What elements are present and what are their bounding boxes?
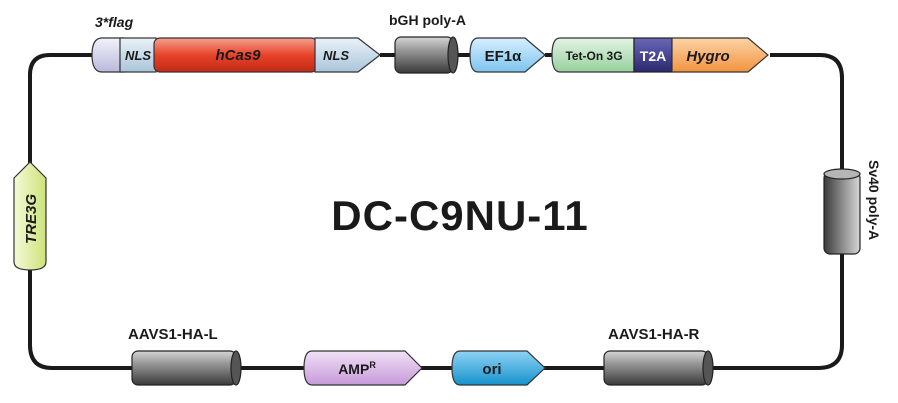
aavs1-ha-r-label: AAVS1-HA-R — [608, 326, 700, 343]
amp-element — [303, 350, 423, 386]
ori-label: ori — [482, 361, 501, 378]
amp-text: AMP — [338, 361, 369, 377]
aavs1-ha-l-label: AAVS1-HA-L — [128, 326, 218, 343]
amp-superscript: R — [369, 360, 376, 370]
nls-left-label: NLS — [125, 48, 151, 63]
aavs1-ha-l-element — [131, 350, 242, 386]
nls-left-element — [119, 37, 157, 73]
plasmid-name: DC-C9NU-11 — [331, 192, 588, 239]
hygro-element — [671, 37, 769, 73]
flag-element — [91, 37, 125, 73]
tre3g-element — [13, 161, 47, 271]
ori-element — [451, 350, 546, 386]
plasmid-backbone — [28, 53, 844, 370]
nls-right-element — [314, 37, 381, 73]
hcas9-label: hCas9 — [215, 47, 261, 64]
ef1a-label: EF1α — [485, 48, 523, 65]
teton3g-label: Tet-On 3G — [565, 49, 622, 63]
ef1a-element — [469, 37, 546, 73]
amp-label: AMPR — [338, 360, 376, 377]
t2a-label: T2A — [640, 48, 666, 64]
flag-label: 3*flag — [95, 14, 134, 30]
bgh-polya-label: bGH poly-A — [389, 12, 466, 28]
teton3g-element — [551, 37, 635, 73]
hygro-label: Hygro — [686, 48, 729, 65]
tre3g-label: TRE3G — [23, 194, 40, 244]
aavs1-ha-r-element — [603, 350, 714, 386]
bgh-polya-element — [394, 36, 459, 74]
sv40-polya-label: Sv40 poly-A — [866, 160, 882, 240]
sv40-polya-element — [823, 168, 861, 255]
nls-right-label: NLS — [323, 48, 349, 63]
